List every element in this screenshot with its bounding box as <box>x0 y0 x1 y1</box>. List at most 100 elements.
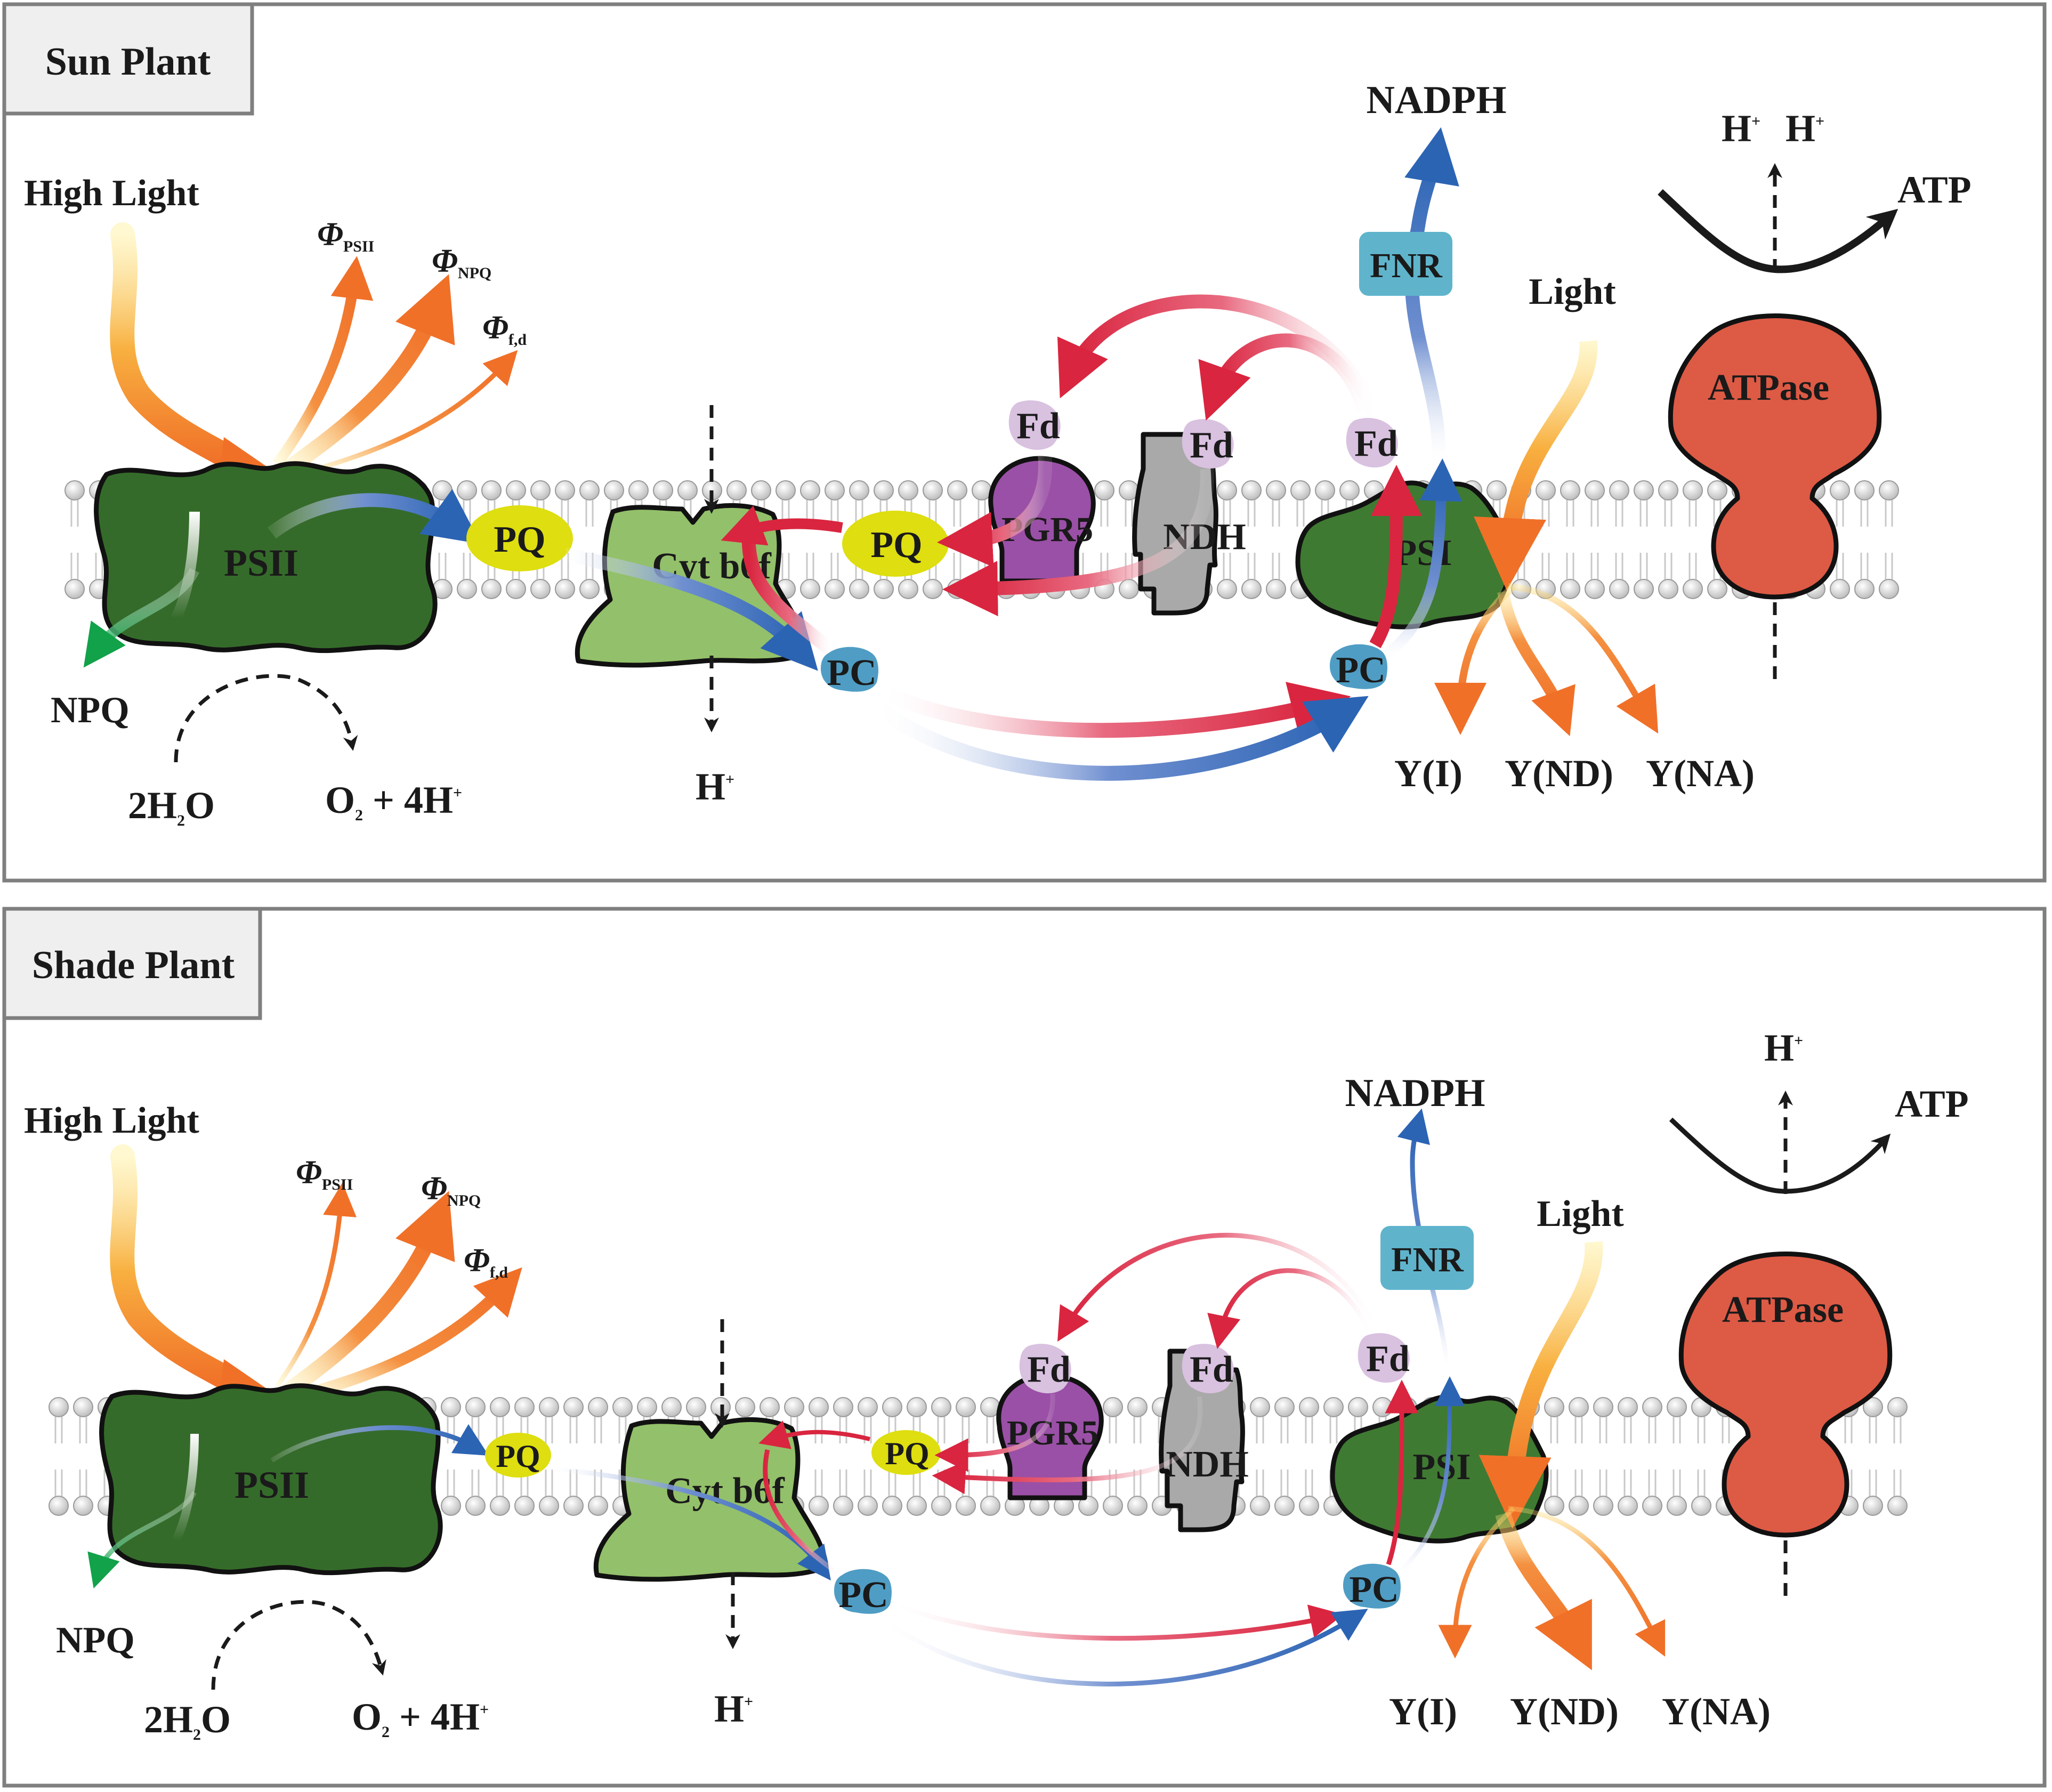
high-light-label: High Light <box>24 1100 199 1141</box>
lipid-bead <box>1830 579 1850 599</box>
lipid-bead <box>907 1496 927 1516</box>
lipid-bead <box>588 1496 608 1516</box>
atp-synthesis-arrow <box>1658 189 1898 273</box>
phi-psii-arrow <box>272 256 374 467</box>
lipid-bead <box>1569 1397 1589 1417</box>
lipid-bead <box>1642 1397 1662 1417</box>
yna-arrow <box>1508 1506 1666 1657</box>
lipid-bead <box>1323 1397 1344 1417</box>
psi-light-arrow <box>1474 340 1598 591</box>
water-split-arrow <box>211 1600 386 1690</box>
pq-right <box>842 511 949 577</box>
lipid-bead <box>64 480 85 501</box>
phi-npq-arrow <box>283 274 455 476</box>
water-label: 2H2O <box>144 1698 231 1743</box>
lipid-bead <box>563 1397 584 1417</box>
lipid-bead <box>1830 480 1850 501</box>
fd-pgr5-label: Fd <box>1016 406 1060 447</box>
lipid-bead <box>947 579 967 599</box>
phi-psii-label: ΦPSII <box>296 1155 353 1193</box>
lipid-bead <box>539 1496 559 1516</box>
fd-pgr5-label: Fd <box>1027 1349 1071 1390</box>
lipid-bead <box>858 1496 878 1516</box>
high-light-arrow <box>110 222 252 476</box>
lipid-bead <box>514 1496 535 1516</box>
lipid-bead <box>1634 579 1654 599</box>
fd-psi-label: Fd <box>1354 423 1398 464</box>
panel-shade-plant: Shade Plant High Light ΦPSII ΦNPQ Φf,d P… <box>2 907 2047 1788</box>
lipid-bead <box>923 480 943 501</box>
pc-to-fd-red-arrow <box>1369 465 1422 648</box>
lipid-bead <box>800 579 820 599</box>
lipid-bead <box>858 1397 878 1417</box>
lipid-bead <box>1585 480 1605 501</box>
yi-label: Y(I) <box>1389 1690 1457 1733</box>
pc-right-label: PC <box>1336 650 1385 691</box>
lipid-bead <box>555 579 575 599</box>
fd-psi-label: Fd <box>1366 1338 1410 1379</box>
lipid-bead <box>1609 480 1629 501</box>
lipid-bead <box>579 579 600 599</box>
lipid-bead <box>481 579 502 599</box>
npq-label: NPQ <box>56 1620 135 1661</box>
fd-to-pgr5-cycle-arrow <box>1057 1233 1378 1342</box>
lipid-bead <box>64 579 85 599</box>
lipid-bead <box>1887 1496 1908 1516</box>
phi-fd-arrow <box>296 1267 522 1402</box>
lipid-bead <box>726 480 747 501</box>
ynd-arrow <box>1497 591 1576 737</box>
lipid-bead <box>775 480 796 501</box>
lipid-bead <box>1593 1397 1613 1417</box>
psii-label: PSII <box>235 1464 309 1506</box>
pc-left-label: PC <box>827 652 876 693</box>
atp-synthesis-arrow <box>1669 1117 1891 1194</box>
lipid-bead <box>923 579 943 599</box>
lipid-bead <box>457 480 477 501</box>
yna-label: Y(NA) <box>1662 1690 1771 1733</box>
ynd-arrow <box>1495 1511 1592 1670</box>
lipid-bead <box>1879 579 1899 599</box>
lipid-bead <box>1863 1496 1883 1516</box>
phi-npq-label: ΦNPQ <box>432 243 491 282</box>
lipid-bead <box>73 1397 93 1417</box>
water-label: 2H2O <box>128 784 215 829</box>
phi-npq-label: ΦNPQ <box>421 1171 481 1209</box>
ndh-to-pq-arrow <box>932 1396 1203 1495</box>
pc-to-psi-blue-arrow <box>1382 458 1463 660</box>
atp-label: ATP <box>1895 1083 1969 1125</box>
phi-psii-label: ΦPSII <box>317 216 374 255</box>
lipid-bead <box>849 480 869 501</box>
panel-title-box <box>2 907 262 1020</box>
lipid-bead <box>1618 1397 1638 1417</box>
lipid-bead <box>441 1397 461 1417</box>
lipid-bead <box>506 480 526 501</box>
yna-label: Y(NA) <box>1646 752 1755 795</box>
atp-label: ATP <box>1897 168 1972 211</box>
nadph-label: NADPH <box>1366 78 1506 122</box>
lipid-bead <box>1103 1496 1123 1516</box>
lipid-bead <box>1854 579 1875 599</box>
lipid-bead <box>760 1397 780 1417</box>
pq-right-to-cyt-arrow <box>758 1420 870 1449</box>
lipid-bead <box>931 1397 951 1417</box>
yna-arrow <box>1508 583 1659 734</box>
high-light-label: High Light <box>24 173 199 214</box>
lipid-bead <box>956 1496 976 1516</box>
ynd-label: Y(ND) <box>1505 752 1613 795</box>
lipid-bead <box>1707 579 1727 599</box>
lipid-bead <box>1119 579 1139 599</box>
lipid-bead <box>1536 480 1556 501</box>
lipid-bead <box>825 579 845 599</box>
psii-to-pq-arrow <box>268 489 481 544</box>
lipid-bead <box>1544 1397 1564 1417</box>
lipid-bead <box>1593 1496 1613 1516</box>
lipid-bead <box>73 1496 93 1516</box>
pq-right-label: PQ <box>870 524 922 566</box>
lipid-bead <box>849 579 869 599</box>
atpase-proton-2: H+ <box>1786 107 1824 150</box>
lipid-bead <box>1103 1397 1123 1417</box>
panel-title-box <box>2 2 254 116</box>
lipid-bead <box>833 1397 853 1417</box>
phi-psii-arrow <box>275 1182 357 1387</box>
